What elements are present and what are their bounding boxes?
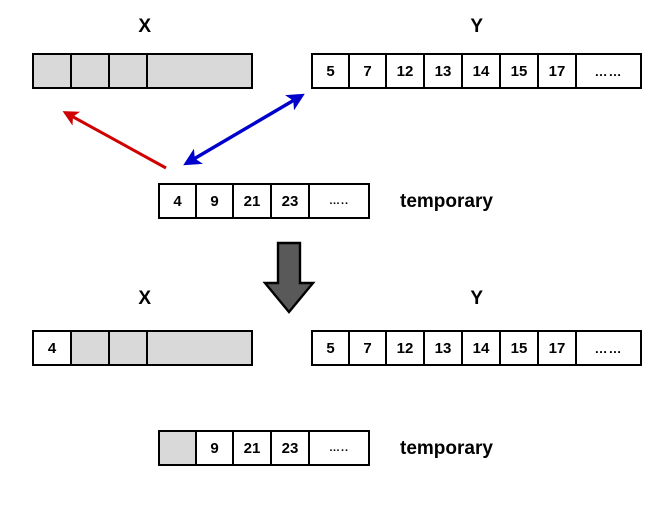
- caption-top-temporary: temporary: [400, 191, 493, 212]
- array-top-y-cell-7[interactable]: ……: [577, 55, 640, 87]
- array-bottom-y: 5 7 12 13 14 15 17 ……: [311, 330, 642, 366]
- label-top-x: X: [138, 16, 152, 37]
- array-bottom-temporary-cell-4[interactable]: …..: [310, 432, 368, 464]
- array-bottom-temporary-cell-1[interactable]: 9: [197, 432, 234, 464]
- array-bottom-temporary-cell-2[interactable]: 21: [234, 432, 272, 464]
- array-top-y-cell-5[interactable]: 15: [501, 55, 539, 87]
- array-bottom-y-cell-2[interactable]: 12: [387, 332, 425, 364]
- block-arrow-down: [262, 241, 316, 314]
- array-top-x-cell-0[interactable]: [34, 55, 72, 87]
- array-bottom-y-cell-5[interactable]: 15: [501, 332, 539, 364]
- array-top-temporary-cell-3[interactable]: 23: [272, 185, 310, 217]
- array-bottom-x-cell-0[interactable]: 4: [34, 332, 72, 364]
- array-top-temporary-cell-4[interactable]: …..: [310, 185, 368, 217]
- array-bottom-temporary: 9 21 23 …..: [158, 430, 370, 466]
- array-top-y-cell-4[interactable]: 14: [463, 55, 501, 87]
- array-top-x-cell-1[interactable]: [72, 55, 110, 87]
- array-bottom-y-cell-3[interactable]: 13: [425, 332, 463, 364]
- array-bottom-y-cell-6[interactable]: 17: [539, 332, 577, 364]
- array-bottom-y-cell-7[interactable]: ……: [577, 332, 640, 364]
- array-top-temporary-cell-2[interactable]: 21: [234, 185, 272, 217]
- array-bottom-temporary-cell-3[interactable]: 23: [272, 432, 310, 464]
- array-top-y-cell-6[interactable]: 17: [539, 55, 577, 87]
- array-top-y: 5 7 12 13 14 15 17 ……: [311, 53, 642, 89]
- array-bottom-x-cell-3[interactable]: [148, 332, 251, 364]
- array-bottom-y-cell-1[interactable]: 7: [350, 332, 387, 364]
- red-arrow-temp-to-x: [62, 111, 167, 170]
- array-bottom-temporary-cell-0[interactable]: [160, 432, 197, 464]
- array-top-x: [32, 53, 253, 89]
- array-bottom-y-cell-4[interactable]: 14: [463, 332, 501, 364]
- array-top-temporary: 4 9 21 23 …..: [158, 183, 370, 219]
- array-bottom-x: 4: [32, 330, 253, 366]
- array-top-x-cell-3[interactable]: [148, 55, 251, 87]
- array-bottom-x-cell-2[interactable]: [110, 332, 148, 364]
- array-top-temporary-cell-0[interactable]: 4: [160, 185, 197, 217]
- array-top-y-cell-2[interactable]: 12: [387, 55, 425, 87]
- array-top-temporary-cell-1[interactable]: 9: [197, 185, 234, 217]
- array-top-x-cell-2[interactable]: [110, 55, 148, 87]
- label-top-y: Y: [470, 16, 484, 37]
- array-top-y-cell-3[interactable]: 13: [425, 55, 463, 87]
- array-bottom-x-cell-1[interactable]: [72, 332, 110, 364]
- array-bottom-y-cell-0[interactable]: 5: [313, 332, 350, 364]
- array-top-y-cell-0[interactable]: 5: [313, 55, 350, 87]
- array-top-y-cell-1[interactable]: 7: [350, 55, 387, 87]
- blue-arrow-temp-to-y: [183, 93, 305, 166]
- label-bottom-x: X: [138, 288, 152, 309]
- label-bottom-y: Y: [470, 288, 484, 309]
- caption-bottom-temporary: temporary: [400, 438, 493, 459]
